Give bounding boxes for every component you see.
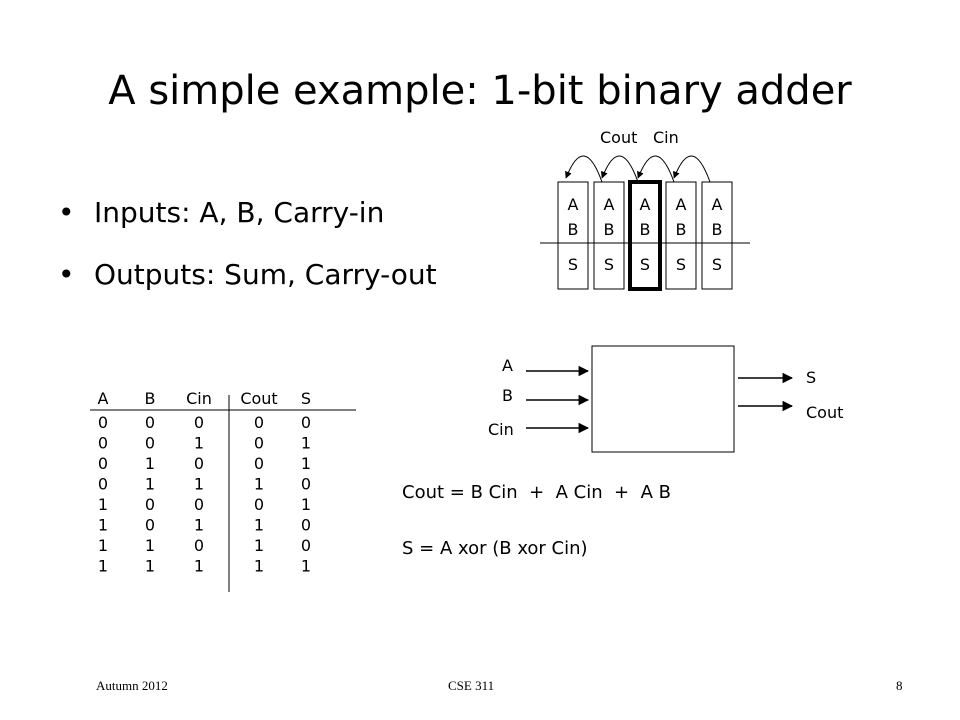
truth-table-cell: 0 <box>254 495 264 514</box>
truth-table-header-b: B <box>145 389 156 408</box>
input-a-label: A <box>502 356 513 375</box>
truth-table-header-cout: Cout <box>240 389 277 408</box>
adder-cell-label-a: A <box>712 195 723 214</box>
bullet-inputs: Inputs: A, B, Carry-in <box>58 182 437 244</box>
adder-cell <box>593 181 625 290</box>
truth-table-cell: 1 <box>194 475 204 494</box>
truth-table-cell: 0 <box>301 516 311 535</box>
adder-cell <box>557 181 589 290</box>
adder-cell-label-b: B <box>604 220 615 239</box>
truth-table-cell: 1 <box>194 434 204 453</box>
truth-table-cell: 0 <box>145 495 155 514</box>
truth-table-cell: 1 <box>145 475 155 494</box>
truth-table-cell: 1 <box>194 557 204 576</box>
truth-table-cell: 0 <box>254 434 264 453</box>
cout-equation: Cout = B Cin + A Cin + A B <box>402 482 671 503</box>
adder-cell <box>665 181 697 290</box>
truth-table-headers: A B Cin Cout S <box>98 389 312 408</box>
truth-table-cell: 0 <box>254 454 264 473</box>
truth-table-cell: 1 <box>145 454 155 473</box>
truth-table-cell: 1 <box>254 557 264 576</box>
carry-arc <box>637 155 675 183</box>
slide-title: A simple example: 1-bit binary adder <box>108 68 852 114</box>
adder-cell <box>701 181 733 290</box>
truth-table-header-s: S <box>301 389 311 408</box>
output-s-label: S <box>806 368 816 387</box>
truth-table-cell: 0 <box>194 454 204 473</box>
bullet-outputs: Outputs: Sum, Carry-out <box>58 244 437 306</box>
adder-cell-label-s: S <box>676 255 686 274</box>
truth-table-cell: 0 <box>145 516 155 535</box>
truth-table-header-cin: Cin <box>186 389 212 408</box>
truth-table-cell: 1 <box>98 536 108 555</box>
input-cin-label: Cin <box>488 420 514 439</box>
truth-table-cell: 0 <box>301 475 311 494</box>
footer-page-number: 8 <box>896 678 903 693</box>
adder-cell-label-s: S <box>568 255 578 274</box>
chain-cin-label: Cin <box>653 128 679 147</box>
adder-cell-label-a: A <box>568 195 579 214</box>
carry-arc <box>673 155 711 183</box>
truth-table-cell: 0 <box>194 413 204 432</box>
truth-table-cell: 0 <box>194 495 204 514</box>
truth-table-cell: 1 <box>98 516 108 535</box>
adder-block <box>591 345 735 453</box>
bullet-list: Inputs: A, B, Carry-in Outputs: Sum, Car… <box>58 182 437 306</box>
input-b-label: B <box>502 386 513 405</box>
adder-cell-label-a: A <box>604 195 615 214</box>
carry-arc <box>565 155 603 183</box>
truth-table-cell: 1 <box>254 475 264 494</box>
footer-term: Autumn 2012 <box>96 678 168 693</box>
adder-cell-label-b: B <box>712 220 723 239</box>
footer-course: CSE 311 <box>448 678 495 693</box>
truth-table-cell: 1 <box>254 536 264 555</box>
truth-table-cell: 0 <box>98 434 108 453</box>
truth-table-cell: 1 <box>301 495 311 514</box>
adder-cell-label-a: A <box>676 195 687 214</box>
truth-table-cell: 1 <box>301 557 311 576</box>
adder-cell-label-b: B <box>640 220 651 239</box>
truth-table-cell: 0 <box>98 475 108 494</box>
truth-table-cell: 1 <box>145 557 155 576</box>
adder-cell-label-a: A <box>640 195 651 214</box>
carry-arc <box>601 155 639 183</box>
adder-cell-label-s: S <box>604 255 614 274</box>
truth-table-cell: 0 <box>254 413 264 432</box>
truth-table-header-a: A <box>98 389 109 408</box>
truth-table-cell: 1 <box>301 454 311 473</box>
truth-table-cell: 0 <box>145 434 155 453</box>
truth-table-cell: 1 <box>194 516 204 535</box>
truth-table-cell: 0 <box>301 413 311 432</box>
adder-cell-label-b: B <box>568 220 579 239</box>
truth-table-cell: 1 <box>254 516 264 535</box>
sum-equation: S = A xor (B xor Cin) <box>402 538 588 559</box>
truth-table-cell: 1 <box>98 495 108 514</box>
truth-table-cell: 1 <box>98 557 108 576</box>
adder-cell-label-s: S <box>712 255 722 274</box>
truth-table-cell: 1 <box>145 536 155 555</box>
adder-cell-highlighted <box>628 180 662 291</box>
truth-table-cell: 0 <box>301 536 311 555</box>
truth-table-cell: 0 <box>98 454 108 473</box>
chain-cout-label: Cout <box>600 128 637 147</box>
truth-table-cell: 0 <box>145 413 155 432</box>
adder-block-diagram: A B Cin S Cout <box>488 345 843 453</box>
truth-table-cell: 0 <box>98 413 108 432</box>
truth-table-cell: 0 <box>194 536 204 555</box>
truth-table-cell: 1 <box>301 434 311 453</box>
adder-cell-label-b: B <box>676 220 687 239</box>
adder-cell-label-s: S <box>640 255 650 274</box>
output-cout-label: Cout <box>806 403 843 422</box>
